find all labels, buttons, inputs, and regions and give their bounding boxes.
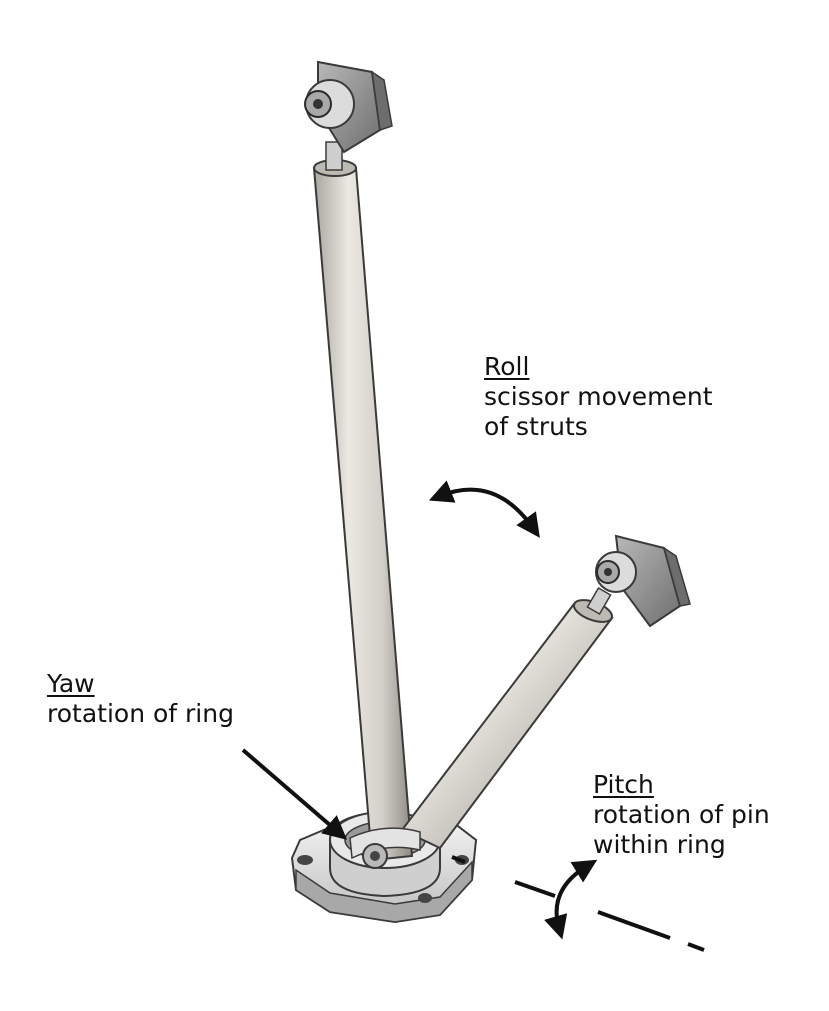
roll-arrow	[428, 480, 540, 538]
pitch-heading: Pitch	[593, 770, 654, 799]
yaw-label: Yaw rotation of ring	[47, 669, 234, 729]
roll-heading: Roll	[484, 352, 530, 381]
ring-pin-bolt	[349, 827, 421, 869]
short-strut	[400, 586, 614, 850]
pitch-description-line-1: rotation of pin	[593, 800, 770, 829]
pitch-arrow	[544, 859, 598, 940]
roll-description-line-1: scissor movement	[484, 382, 713, 411]
pitch-description-line-2: within ring	[593, 830, 726, 859]
roll-description-line-2: of struts	[484, 412, 588, 441]
top-bracket	[304, 60, 393, 154]
base-hole-front	[418, 893, 432, 903]
roll-label: Roll scissor movement of struts	[484, 352, 713, 442]
yaw-heading: Yaw	[47, 669, 95, 698]
right-bracket	[595, 534, 691, 628]
pitch-label: Pitch rotation of pin within ring	[593, 770, 770, 860]
long-strut	[312, 141, 414, 862]
yaw-pointer-arrow	[241, 748, 348, 840]
yaw-description-line-1: rotation of ring	[47, 699, 234, 728]
base-hole-left	[297, 855, 313, 865]
